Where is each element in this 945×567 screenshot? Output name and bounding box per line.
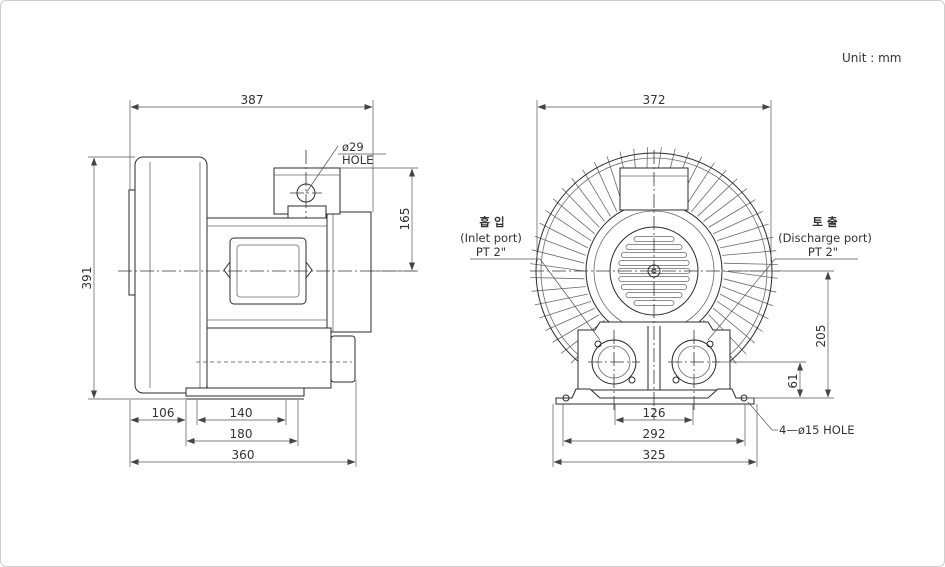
blower-housing: [134, 156, 208, 394]
housing-flange: [128, 189, 136, 296]
cooling-fin: [719, 293, 769, 320]
cooling-fin: [723, 270, 778, 279]
cooling-fin: [545, 210, 592, 241]
cooling-fin: [713, 307, 756, 344]
discharge-pt: PT 2": [808, 245, 838, 259]
cooling-fin: [594, 162, 618, 212]
unit-label: Unit : mm: [842, 51, 902, 65]
cooling-fin: [552, 314, 600, 343]
grille-slot: [620, 252, 687, 258]
inlet-korean: 흡 입: [479, 215, 504, 229]
cooling-fin: [530, 263, 585, 272]
dim-292: 292: [643, 427, 666, 441]
dim-106: 106: [152, 406, 175, 420]
dim-126: 126: [643, 406, 666, 420]
cooling-fin: [708, 199, 756, 228]
discharge-korean: 토 출: [812, 215, 838, 229]
cooling-fin: [531, 249, 585, 264]
cooling-fin: [534, 235, 586, 256]
cooling-fin: [582, 169, 611, 217]
cooling-fin: [703, 188, 748, 222]
dim-391: 391: [80, 267, 94, 290]
cooling-fin: [723, 278, 777, 293]
cooling-fin: [697, 178, 738, 217]
cooling-fin: [561, 187, 600, 228]
cooling-fin: [530, 277, 585, 280]
hole-29-label: ø29: [342, 140, 364, 154]
base-plate: [185, 387, 305, 397]
cooling-fin: [531, 286, 586, 292]
dim-180: 180: [230, 427, 253, 441]
cooling-fin: [571, 177, 605, 222]
port-pipe: [206, 327, 332, 389]
cooling-fin: [684, 162, 715, 209]
cooling-fin: [690, 169, 727, 212]
cooling-fin: [722, 286, 774, 307]
dim-325: 325: [643, 448, 666, 462]
dim-140: 140: [230, 406, 253, 420]
cooling-fin: [722, 250, 777, 256]
front-view: 372 흡 입 (Inlet port) PT 2" 토 출 (Discharg…: [460, 93, 872, 467]
mounting-feet: [555, 388, 755, 405]
inlet-pt: PT 2": [476, 245, 506, 259]
inlet-label: (Inlet port): [460, 231, 522, 245]
side-view: 387 391 165 ø29 HOLE 106 140 180 360: [80, 93, 418, 467]
discharge-label: (Discharge port): [778, 231, 872, 245]
hole-label: HOLE: [342, 153, 373, 167]
cooling-fin: [545, 307, 595, 331]
cooling-fin: [723, 262, 778, 265]
cooling-fin: [534, 293, 588, 306]
dim-61: 61: [786, 373, 800, 388]
cooling-fin: [720, 236, 774, 249]
dim-205: 205: [814, 325, 828, 348]
hole-note: 4—ø15 HOLE: [779, 423, 855, 437]
dim-387: 387: [241, 93, 264, 107]
dim-165: 165: [398, 208, 412, 231]
cooling-fin: [539, 301, 592, 319]
motor-end-cap: [326, 211, 372, 333]
cooling-fin: [552, 198, 595, 235]
cooling-fin: [539, 222, 589, 249]
cooling-fin: [716, 301, 763, 332]
cooling-fin: [713, 211, 763, 235]
dim-360: 360: [232, 448, 255, 462]
dim-372: 372: [643, 93, 666, 107]
cooling-fin: [716, 223, 769, 241]
